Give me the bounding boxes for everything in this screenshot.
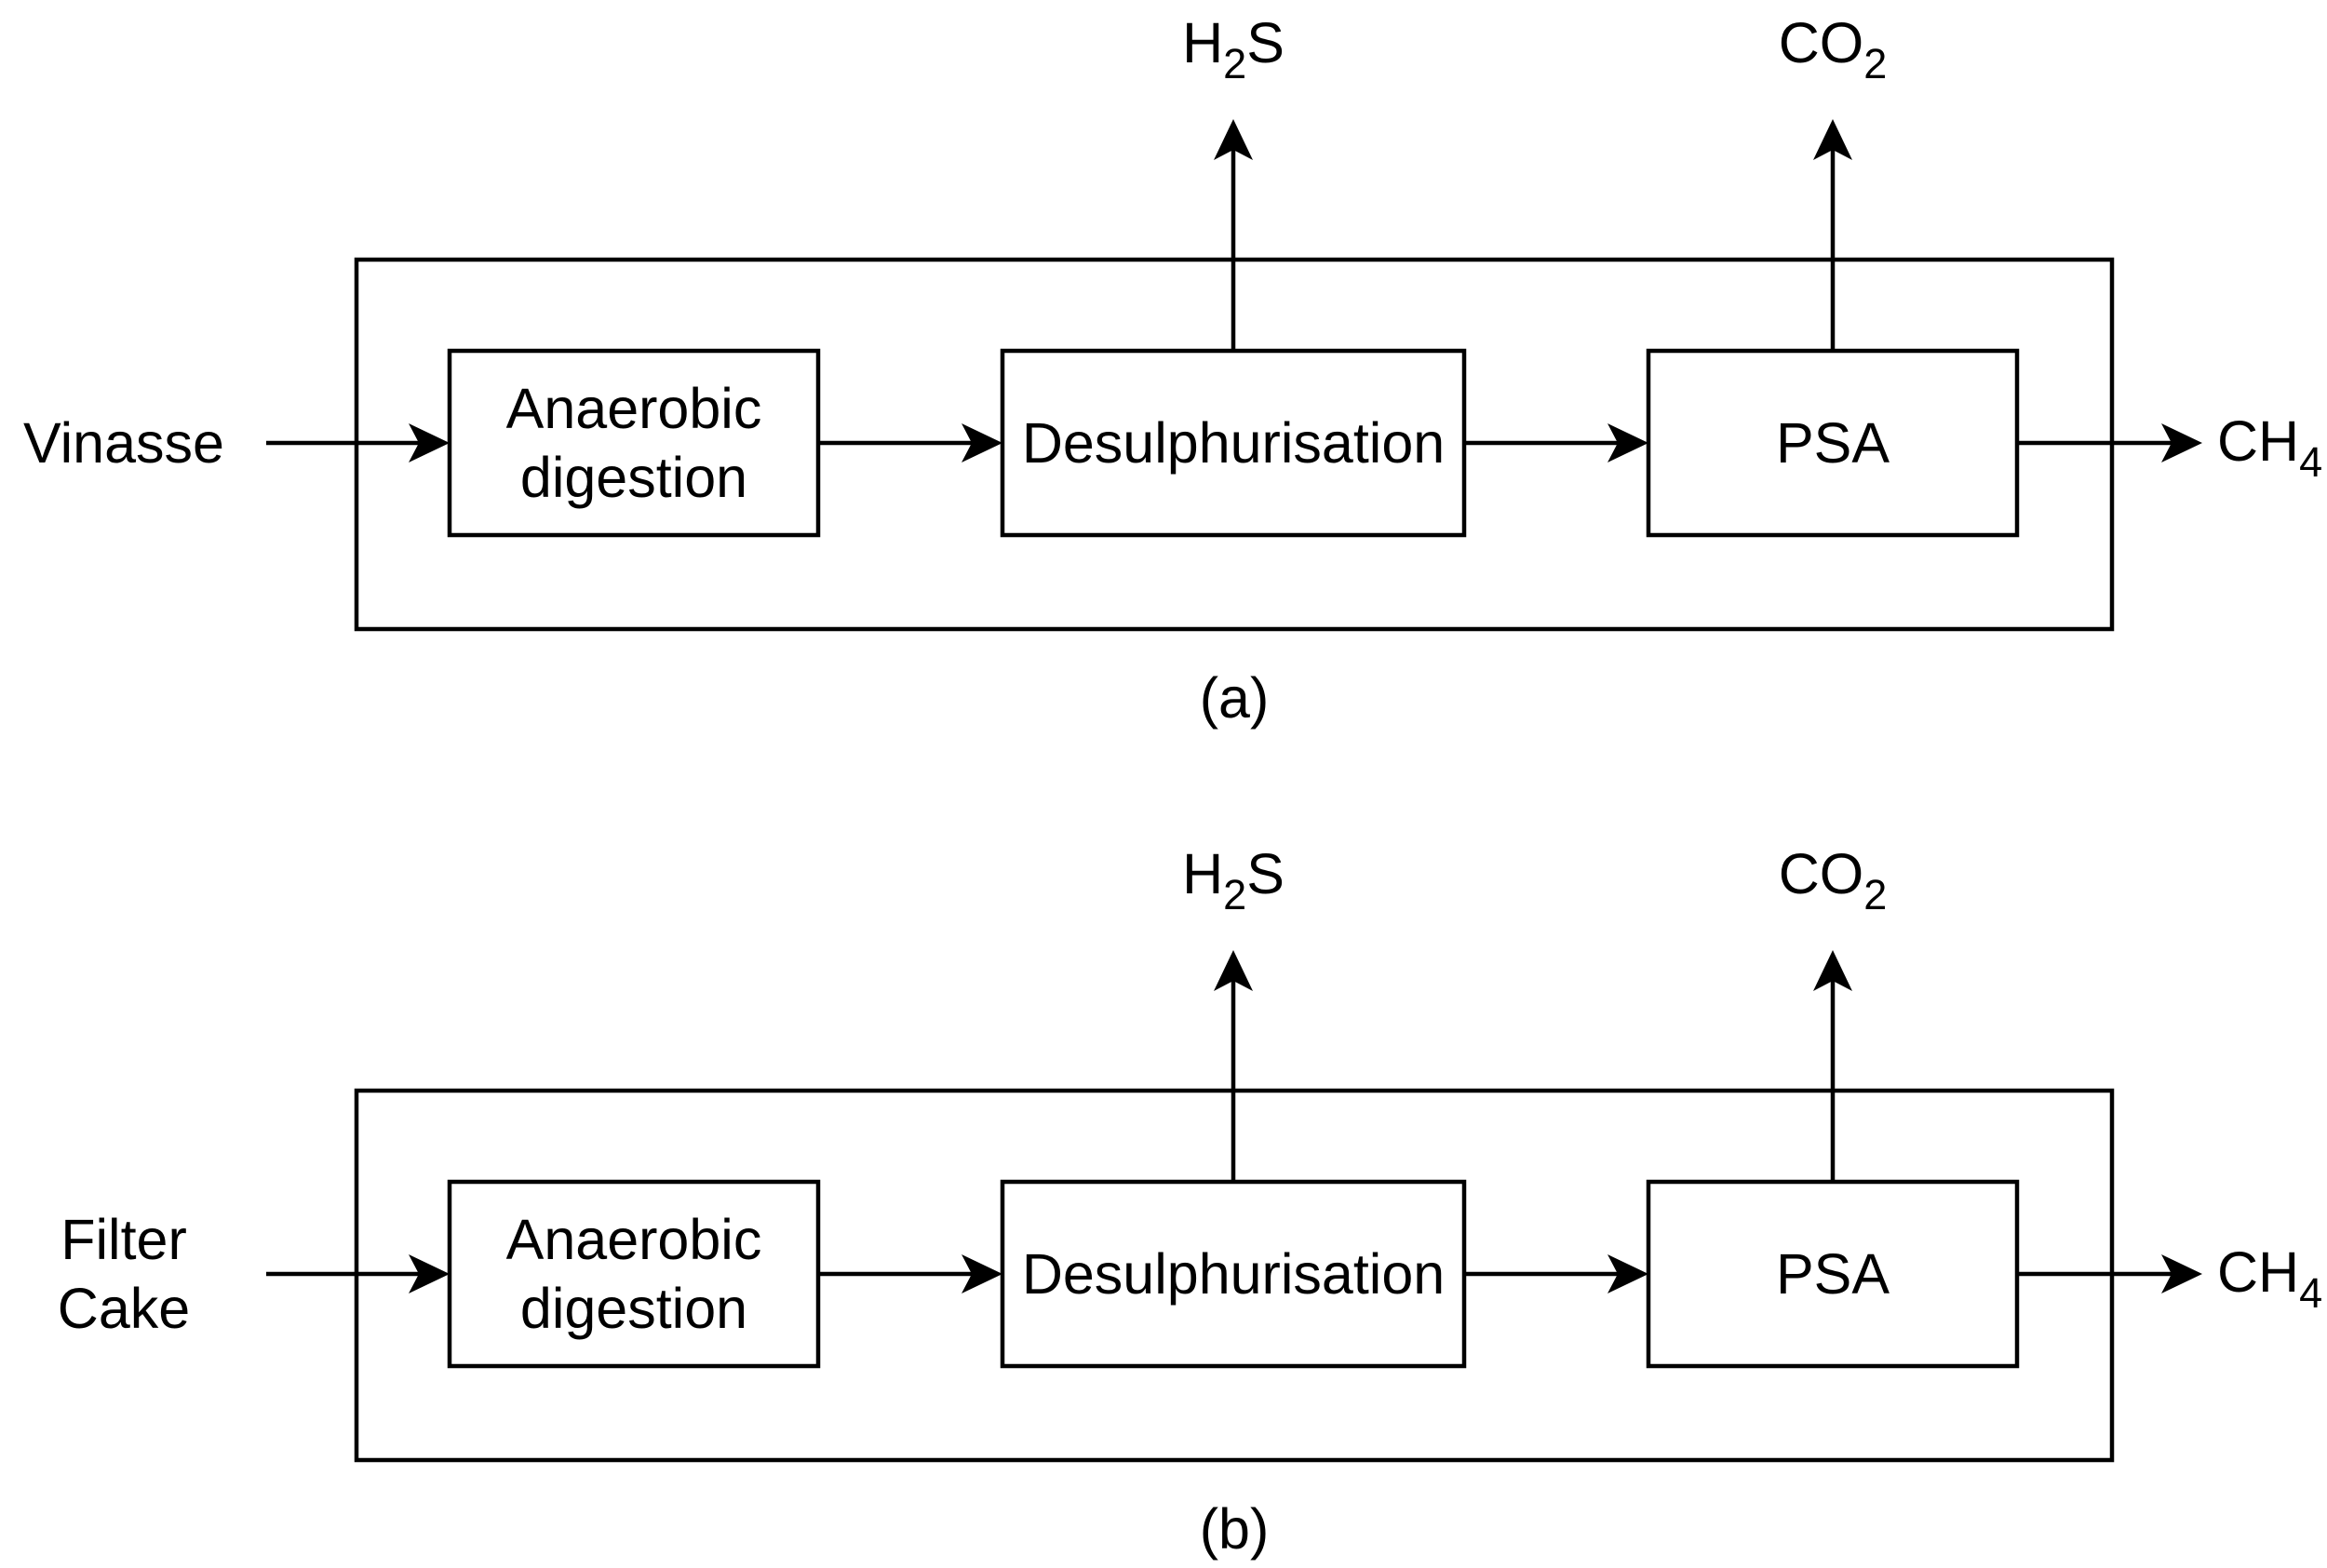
step-label: Anaerobic: [506, 1208, 762, 1271]
step-label: Anaerobic: [506, 377, 762, 440]
step-label: PSA: [1776, 1242, 1890, 1306]
input-label: Cake: [58, 1277, 190, 1340]
byproduct-arrow: [1214, 950, 1253, 1182]
panel-caption: (a): [1200, 666, 1270, 730]
output-arrow: [2017, 1254, 2202, 1293]
input-arrow: [266, 423, 450, 462]
flow-arrow: [1464, 423, 1648, 462]
flow-arrow: [818, 1254, 1002, 1293]
panel-caption: (b): [1200, 1497, 1270, 1561]
byproduct-label: CO2: [1779, 842, 1888, 918]
psa-box: PSA: [1646, 1179, 2020, 1369]
output-arrow: [2017, 423, 2202, 462]
step-label: Desulphurisation: [1022, 411, 1445, 475]
byproduct-label: CO2: [1779, 11, 1888, 87]
input-label: Vinasse: [23, 411, 224, 475]
step-label: Desulphurisation: [1022, 1242, 1445, 1306]
input-arrow: [266, 1254, 450, 1293]
output-label: CH4: [2217, 409, 2322, 486]
byproduct-label: H2S: [1182, 11, 1285, 87]
byproduct-arrow: [1813, 950, 1852, 1182]
desulphurisation-box: Desulphurisation: [1000, 1179, 1467, 1369]
byproduct-arrow: [1813, 119, 1852, 351]
output-label: CH4: [2217, 1240, 2322, 1317]
input-label: Filter: [61, 1208, 187, 1271]
step-label: digestion: [520, 446, 747, 509]
flow-arrow: [1464, 1254, 1648, 1293]
psa-box: PSA: [1646, 348, 2020, 538]
flow-arrow: [818, 423, 1002, 462]
byproduct-arrow: [1214, 119, 1253, 351]
byproduct-label: H2S: [1182, 842, 1285, 918]
step-label: PSA: [1776, 411, 1890, 475]
step-label: digestion: [520, 1277, 747, 1340]
desulphurisation-box: Desulphurisation: [1000, 348, 1467, 538]
